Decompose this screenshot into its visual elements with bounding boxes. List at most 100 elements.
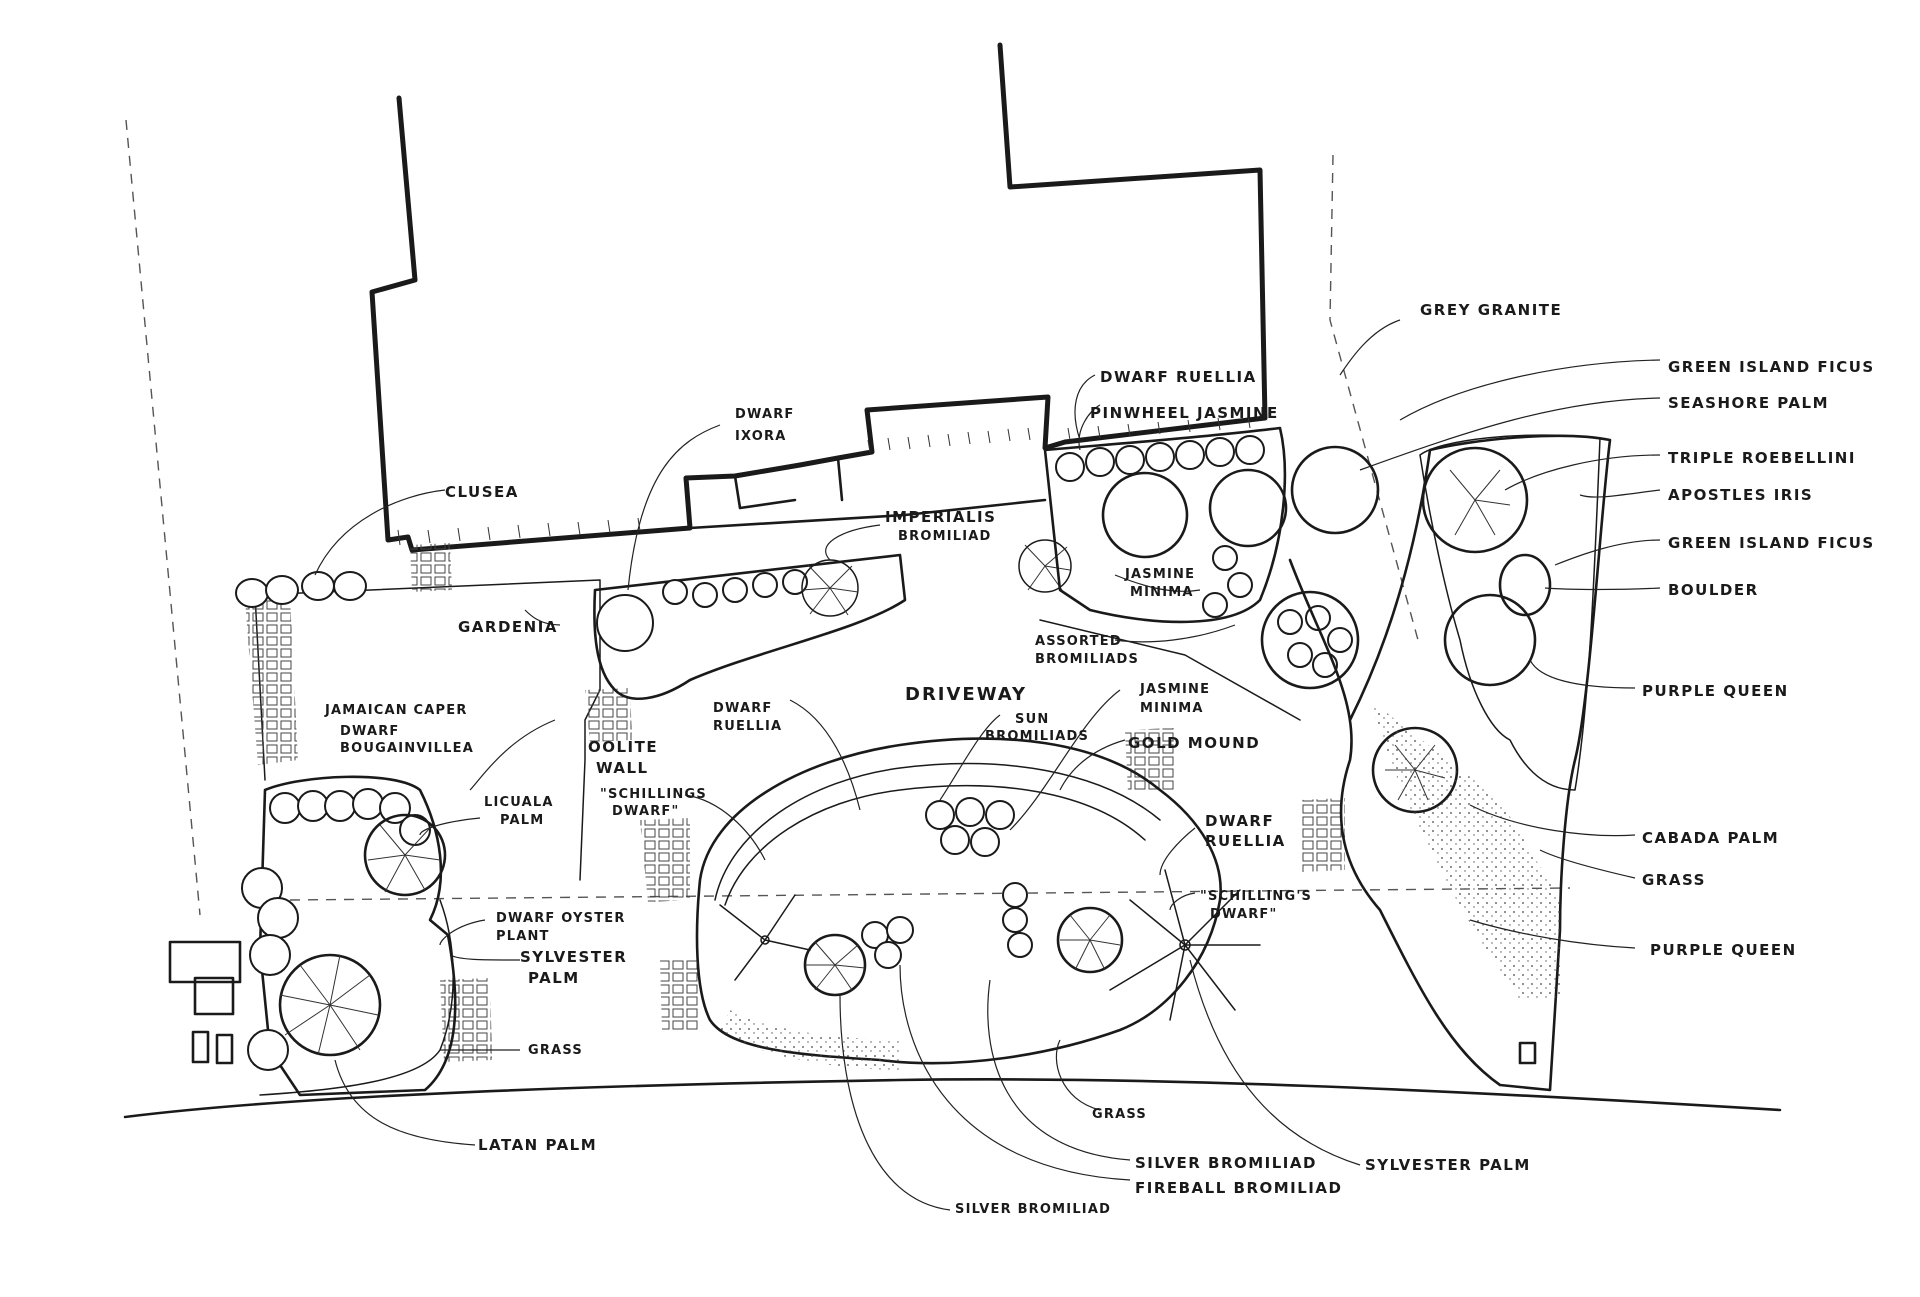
label-jamaican-caper: JAMAICAN CAPER — [324, 703, 468, 718]
label-grass-left: GRASS — [528, 1043, 583, 1058]
clusea-hedge — [235, 571, 367, 608]
assorted-bromiliads-cluster — [1260, 590, 1360, 690]
label-sylvester-left-2: PALM — [528, 969, 580, 987]
label-gardenia: GARDENIA — [458, 618, 558, 636]
label-jasmine-minima-1a: JASMINE — [1124, 567, 1195, 582]
paver-band-mid — [640, 818, 690, 902]
left-lawn-edge — [259, 899, 454, 1096]
entry-shrub-1 — [1101, 471, 1189, 559]
label-dwarf-ruellia-right-1: DWARF — [1205, 812, 1274, 830]
label-sylvester-left-1: SYLVESTER — [520, 948, 627, 966]
label-assorted-1: ASSORTED — [1035, 634, 1122, 649]
label-licuala-2: PALM — [500, 813, 544, 828]
sylvester-palm-symbol — [1109, 869, 1261, 1021]
label-dwarf-ixora-2: IXORA — [735, 429, 787, 444]
green-island-ficus-cluster — [1443, 593, 1537, 687]
label-jasmine-minima-1b: MINIMA — [1130, 585, 1194, 600]
label-grass-right: GRASS — [1642, 871, 1706, 889]
label-oolite-wall-2: WALL — [596, 759, 649, 777]
label-assorted-2: BROMILIADS — [1035, 652, 1139, 667]
licuala-palm-symbol — [363, 813, 447, 897]
label-latan-palm: LATAN PALM — [478, 1136, 597, 1154]
label-sylvester-bottom: SYLVESTER PALM — [1365, 1156, 1531, 1174]
label-green-island-ficus-1: GREEN ISLAND FICUS — [1668, 358, 1875, 376]
label-boulder: BOULDER — [1668, 581, 1759, 599]
label-schillings-2b: DWARF" — [1210, 907, 1277, 922]
oolite-wall-arc — [714, 762, 1161, 906]
paver-band-sunbrom — [1125, 728, 1175, 792]
label-imperialis-2: BROMILIAD — [898, 529, 992, 544]
left-palm-column — [241, 867, 299, 1071]
label-purple-queen-2: PURPLE QUEEN — [1650, 941, 1797, 959]
label-cabada-palm: CABADA PALM — [1642, 829, 1779, 847]
jamaican-caper-shrubs — [269, 788, 431, 846]
label-grey-granite: GREY GRANITE — [1420, 301, 1562, 319]
label-pinwheel-jasmine: PINWHEEL JASMINE — [1090, 404, 1279, 422]
entry-bed — [1043, 426, 1287, 624]
leader-lines — [314, 319, 1661, 1211]
label-schillings-2a: "SCHILLING'S — [1200, 889, 1312, 904]
label-seashore-palm: SEASHORE PALM — [1668, 394, 1829, 412]
label-silver-bromiliad-2: SILVER BROMILIAD — [955, 1202, 1111, 1217]
plant-labels: CLUSEA DWARF IXORA IMPERIALIS BROMILIAD … — [324, 301, 1875, 1217]
label-oolite-wall-1: OOLITE — [588, 738, 658, 756]
label-dwarf-ruellia-top: DWARF RUELLIA — [1100, 368, 1257, 386]
label-fireball-bromiliad: FIREBALL BROMILIAD — [1135, 1179, 1342, 1197]
utility-box-4 — [215, 1033, 234, 1065]
label-sun-bromiliads-2: BROMILIADS — [985, 729, 1089, 744]
label-dwarf-oyster-2: PLANT — [496, 929, 550, 944]
latan-palm-symbol — [278, 953, 382, 1057]
label-licuala-1: LICUALA — [484, 795, 554, 810]
utility-box-1 — [168, 940, 242, 984]
jasmine-minima-shrubs — [1202, 545, 1253, 618]
grass-stipple-right — [1370, 700, 1560, 1000]
label-schillings-1b: DWARF" — [612, 804, 679, 819]
pinwheel-jasmine-hedge — [1055, 435, 1265, 482]
seashore-palm-symbol — [1290, 445, 1380, 535]
label-silver-bromiliad-1: SILVER BROMILIAD — [1135, 1154, 1317, 1172]
label-apostles-iris: APOSTLES IRIS — [1668, 486, 1813, 504]
label-dwarf-ruellia-right-2: RUELLIA — [1205, 832, 1286, 850]
utility-box-right — [1518, 1041, 1537, 1065]
fireball-bromiliad-symbol — [803, 933, 867, 997]
gardenia-shrubs — [596, 569, 808, 652]
label-dwarf-bougainvillea-2: BOUGAINVILLEA — [340, 741, 474, 756]
label-gold-mound: GOLD MOUND — [1128, 734, 1260, 752]
paver-band-left — [245, 598, 298, 765]
imperialis-bromeliad-symbol — [801, 559, 859, 617]
label-driveway: DRIVEWAY — [905, 684, 1027, 705]
label-dwarf-oyster-1: DWARF OYSTER — [496, 911, 626, 926]
label-dwarf-bougainvillea-1: DWARF — [340, 724, 400, 739]
silver-bromiliad-cluster — [861, 882, 1033, 969]
paver-band-entry — [410, 543, 452, 592]
label-triple-roebellini: TRIPLE ROEBELLINI — [1668, 449, 1856, 467]
label-dwarf-ruellia-mid-2: RUELLIA — [713, 719, 782, 734]
licuala-bed — [258, 775, 457, 1097]
setback-line — [289, 887, 1571, 901]
utility-box-3 — [191, 1030, 210, 1064]
boulder-symbol — [1498, 553, 1552, 617]
label-imperialis-1: IMPERIALIS — [885, 508, 996, 526]
entry-shrub-2 — [1208, 468, 1288, 548]
label-grass-bottom: GRASS — [1092, 1107, 1147, 1122]
label-clusea: CLUSEA — [445, 483, 519, 501]
utility-box-2 — [193, 976, 235, 1016]
label-purple-queen-1: PURPLE QUEEN — [1642, 682, 1789, 700]
label-dwarf-ixora-1: DWARF — [735, 407, 795, 422]
property-line-right — [1329, 154, 1419, 641]
label-dwarf-ruellia-mid-1: DWARF — [713, 701, 773, 716]
label-green-island-ficus-2: GREEN ISLAND FICUS — [1668, 534, 1875, 552]
paver-band-front — [660, 958, 700, 1032]
grass-stipple-center — [720, 1010, 900, 1070]
right-planting-bed — [1288, 434, 1612, 1092]
paver-band-east — [1300, 798, 1345, 872]
triple-roebellini-symbol — [1421, 446, 1529, 554]
gardenia-bed — [593, 553, 907, 701]
label-jasmine-minima-2b: MINIMA — [1140, 701, 1204, 716]
gold-mound-symbol — [1056, 906, 1124, 974]
paver-band-oolite — [585, 688, 632, 742]
schillings-dwarf-symbol — [719, 894, 811, 981]
property-line-left — [125, 119, 201, 916]
purple-queen-border — [1419, 434, 1601, 791]
